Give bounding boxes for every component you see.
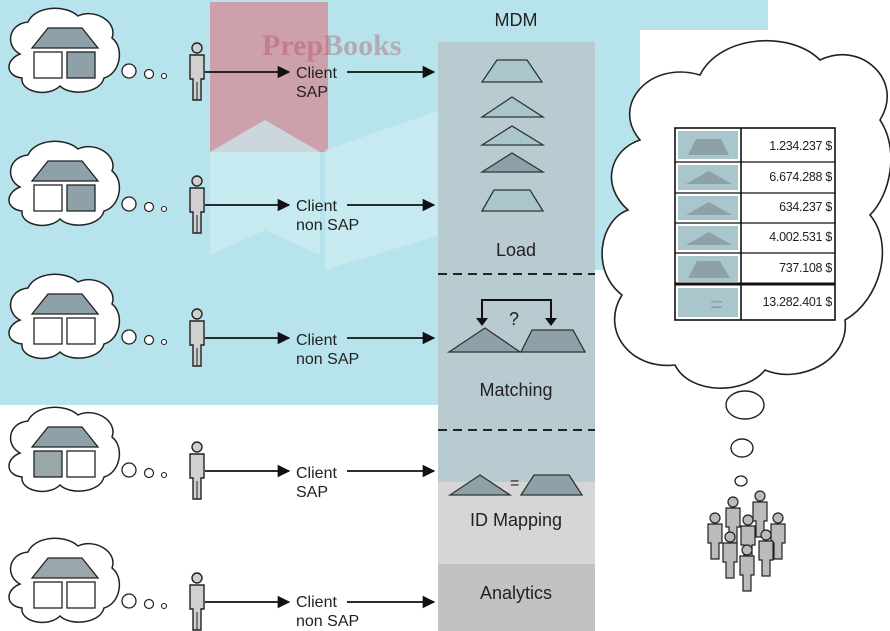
client-label-line1: Client [296,65,337,82]
client-label-line1: Client [296,198,337,215]
table-value: 4.002.531 $ [769,230,832,244]
people-group-icon [707,490,786,592]
triangle-icon [686,232,732,245]
bubble-icon [143,598,155,610]
client-rows [8,7,436,631]
house-roof-icon [30,160,100,182]
trapezoid-icon [480,59,544,83]
client-label-5: Client non SAP [296,593,359,631]
person-icon [189,441,205,500]
bubble-icon [143,467,155,479]
trapezoid-icon [688,261,730,278]
section-analytics-label: Analytics [479,583,553,603]
table-total-value: 13.282.401 $ [762,295,833,309]
client-label-2: Client non SAP [296,197,359,235]
matching-question-mark: ? [509,309,520,329]
bubble-icon [121,196,137,212]
client-label-line2: non SAP [296,613,360,630]
triangle-icon [446,327,523,353]
house-roof-icon [30,557,100,579]
house-box-icon [66,184,96,212]
triangle-icon [479,96,546,118]
bubble-icon [121,593,137,609]
bubble-icon [160,338,168,346]
bubble-icon [160,72,168,80]
bubble-icon [143,334,155,346]
triangle-icon [686,202,732,215]
house-box-icon [33,450,63,478]
table-value: 634.237 $ [779,200,832,214]
client-row [8,537,436,631]
client-row [8,406,436,500]
table-total-symbol: = [710,292,723,317]
results-table [674,127,836,321]
client-label-line2: non SAP [296,351,360,368]
id-mapping-shapes [447,474,584,496]
bubble-icon [160,602,168,610]
house-roof-icon [30,426,100,448]
section-load-label: Load [495,240,537,260]
mdm-title: MDM [494,10,538,30]
house-roof-icon [30,27,100,49]
triangle-icon [479,152,546,173]
house-roof-icon [30,293,100,315]
section-matching-label: Matching [479,380,553,400]
svg-text:PrepBooks: PrepBooks [262,29,401,62]
trapezoid-icon [519,474,584,496]
house-box-icon [33,184,63,212]
load-shapes [479,59,546,212]
bubble-icon [121,462,137,478]
triangle-icon [686,171,732,184]
bubble-icon [160,471,168,479]
section-id-mapping-label: ID Mapping [469,510,563,530]
trapezoid-icon [519,329,587,353]
matching-shapes [446,299,587,353]
table-value: 6.674.288 $ [769,170,832,184]
bubble-icon [121,329,137,345]
house-box-icon [66,581,96,609]
thought-cloud-icon [8,406,121,493]
id-mapping-equals: = [510,475,520,492]
house-box-icon [33,581,63,609]
client-row [8,7,436,101]
client-label-line2: SAP [296,484,329,501]
house-box-icon [66,450,96,478]
client-label-3: Client non SAP [296,331,359,369]
client-label-line1: Client [296,594,337,611]
thought-cloud-icon [8,537,121,624]
client-label-line2: non SAP [296,217,360,234]
bubble-icon [121,63,137,79]
house-box-icon [33,51,63,79]
bubble-icon [143,201,155,213]
triangle-icon [479,125,546,146]
client-label-line1: Client [296,465,337,482]
trapezoid-icon [688,139,729,155]
client-row [8,273,436,367]
bubble-icon [143,68,155,80]
house-box-icon [66,317,96,345]
person-icon [189,572,205,631]
house-box-icon [66,51,96,79]
bubble-icon [160,205,168,213]
triangle-icon [447,474,513,496]
client-row [8,140,436,234]
client-label-1: Client SAP [296,64,337,102]
table-value: 737.108 $ [779,261,832,275]
client-label-line1: Client [296,332,337,349]
trapezoid-icon [480,189,545,212]
client-label-4: Client SAP [296,464,337,502]
client-label-line2: SAP [296,84,329,101]
table-value: 1.234.237 $ [769,139,832,153]
watermark-logo: PrepBooks [210,2,440,270]
house-box-icon [33,317,63,345]
